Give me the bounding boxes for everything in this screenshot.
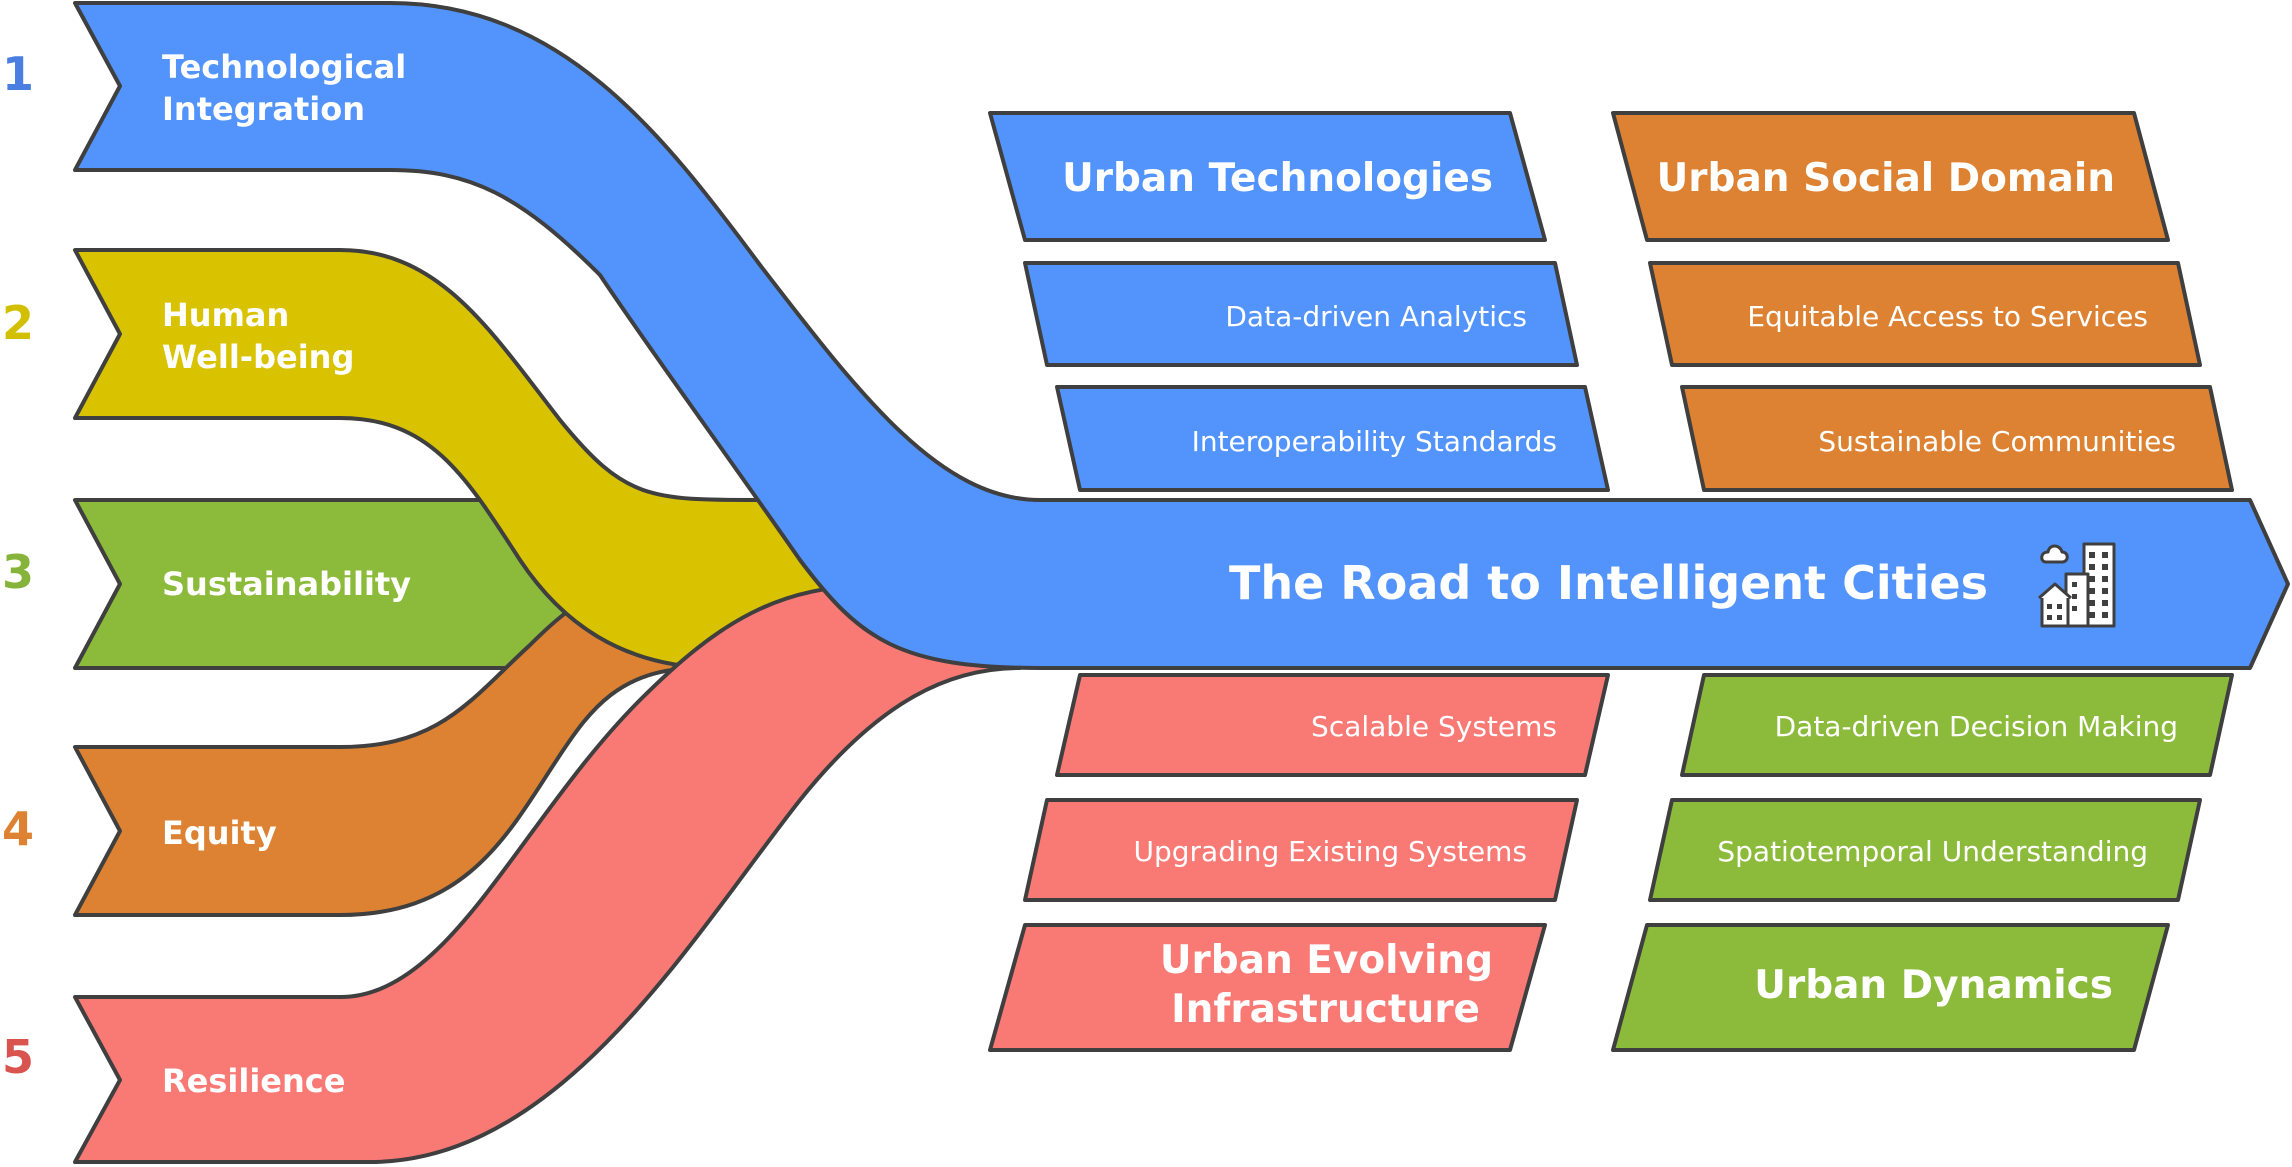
scalable-systems-box — [1055, 673, 1610, 777]
upgrading-existing-systems-box — [1023, 798, 1579, 902]
stream-number-1: 1 — [2, 47, 34, 101]
equitable-access-box — [1648, 261, 2202, 367]
stream-label-resilience: Resilience — [162, 1062, 345, 1100]
urban-evolving-infrastructure-title-line1: Urban Evolving — [1160, 938, 1493, 983]
urban-technologies-title: Urban Technologies — [1062, 156, 1493, 201]
stream-number-2: 2 — [2, 296, 34, 350]
sustainable-communities-box — [1680, 385, 2234, 492]
urban-social-domain-header — [1611, 111, 2170, 242]
urban-technologies-header — [988, 111, 1547, 242]
equitable-access-label: Equitable Access to Services — [1747, 300, 2148, 333]
spatiotemporal-understanding-label: Spatiotemporal Understanding — [1717, 835, 2148, 868]
stream-label-integration: Integration — [162, 90, 365, 128]
spatiotemporal-understanding-box — [1648, 798, 2202, 902]
main-road-title: The Road to Intelligent Cities — [1229, 556, 1988, 610]
data-driven-analytics-label: Data-driven Analytics — [1225, 300, 1527, 333]
stream-label-equity: Equity — [162, 814, 277, 852]
sustainable-communities-label: Sustainable Communities — [1818, 425, 2176, 458]
interoperability-standards-box — [1055, 385, 1610, 492]
scalable-systems-label: Scalable Systems — [1311, 710, 1557, 743]
stream-number-5: 5 — [2, 1030, 34, 1084]
stream-technological-integration — [73, 1, 2290, 670]
urban-dynamics-title: Urban Dynamics — [1754, 963, 2113, 1008]
upgrading-existing-systems-label: Upgrading Existing Systems — [1134, 835, 1528, 868]
stream-number-3: 3 — [2, 545, 34, 599]
urban-dynamics-header — [1611, 923, 2170, 1052]
urban-evolving-infrastructure-header — [988, 923, 1547, 1052]
stream-label-human: Human — [162, 296, 289, 334]
data-driven-decision-making-box — [1680, 673, 2234, 777]
interoperability-standards-label: Interoperability Standards — [1192, 425, 1557, 458]
stream-label-sustainability: Sustainability — [162, 565, 411, 603]
urban-evolving-infrastructure-title-line2: Infrastructure — [1171, 987, 1480, 1032]
city-buildings-icon — [2038, 542, 2116, 628]
stream-label-wellbeing: Well-being — [162, 338, 354, 376]
data-driven-analytics-box — [1023, 261, 1579, 367]
data-driven-decision-making-label: Data-driven Decision Making — [1775, 710, 2178, 743]
stream-label-technological: Technological — [162, 48, 406, 86]
stream-number-4: 4 — [2, 802, 34, 856]
urban-social-domain-title: Urban Social Domain — [1657, 156, 2115, 201]
